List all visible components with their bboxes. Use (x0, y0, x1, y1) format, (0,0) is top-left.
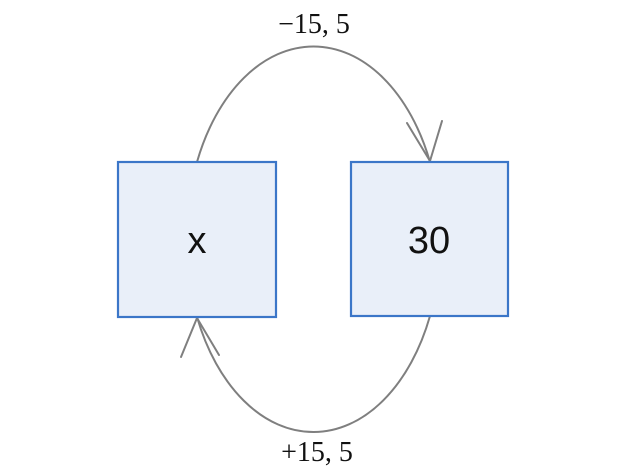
bottom-arrowhead-icon (180, 317, 220, 358)
left-box (116, 160, 278, 319)
right-box-label: 30 (408, 220, 450, 262)
top-arrow-label: −15, 5 (278, 9, 350, 40)
right-box (349, 160, 510, 318)
left-box-label: x (188, 220, 207, 262)
top-arrow-curve (196, 45, 431, 163)
bottom-arrow-curve (196, 315, 431, 433)
top-arrowhead-icon (406, 120, 443, 162)
bottom-arrow-label: +15, 5 (281, 437, 353, 468)
